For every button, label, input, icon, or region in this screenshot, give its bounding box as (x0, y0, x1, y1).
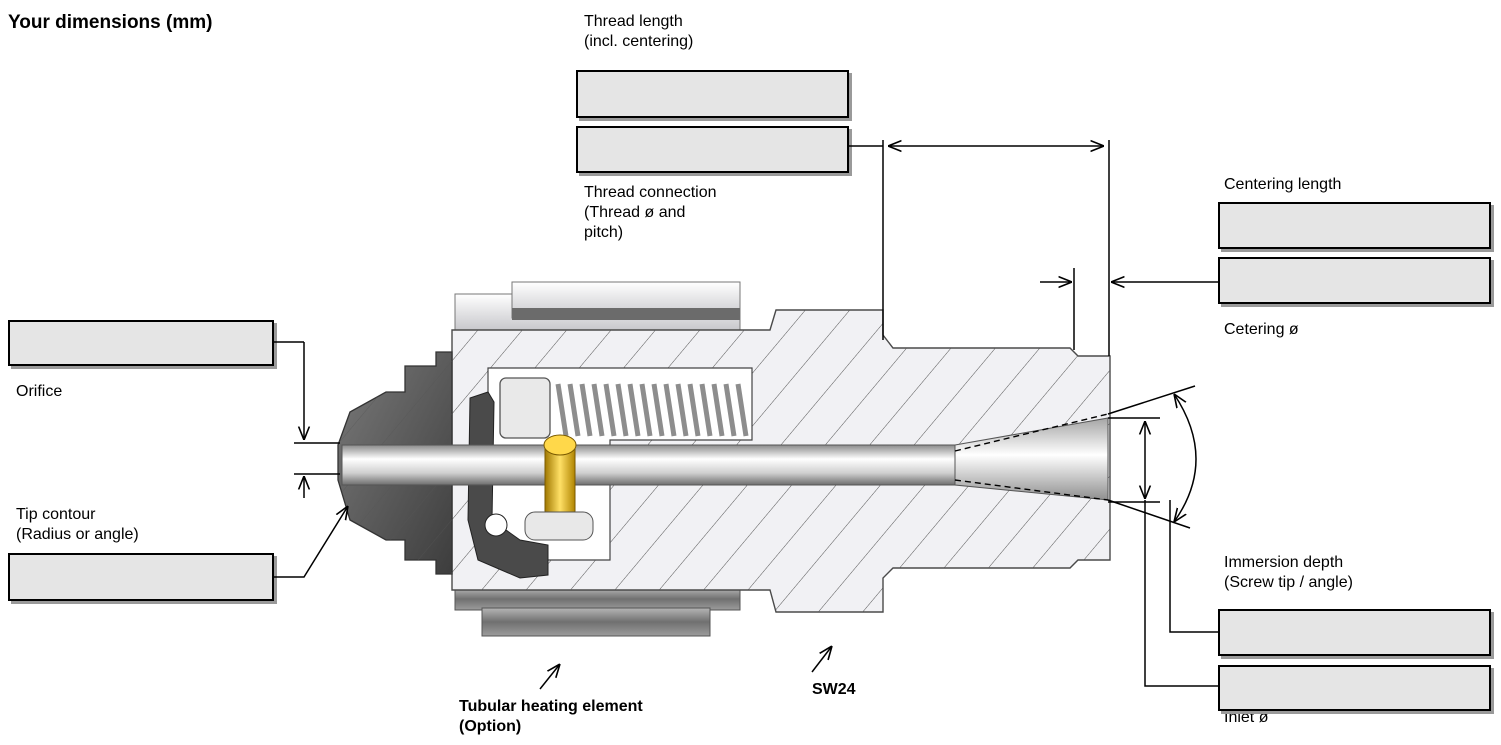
heater-band-top (454, 281, 741, 331)
sw24-label: SW24 (812, 681, 856, 698)
thread-connection-field[interactable] (576, 126, 849, 173)
page-title: Your dimensions (mm) (8, 12, 213, 33)
thread-length-label: Thread length (incl. centering) (584, 13, 694, 50)
tip-contour-field[interactable] (8, 553, 274, 601)
tip-contour-label: Tip contour (Radius or angle) (16, 506, 139, 543)
immersion-depth-field[interactable] (1218, 609, 1491, 656)
tip-contour-leader (274, 506, 348, 578)
centering-diameter-field[interactable] (1218, 257, 1491, 304)
thread-connection-label: Thread connection (Thread ø and pitch) (584, 184, 717, 241)
spring (499, 377, 749, 439)
heating-element-label: Tubular heating element (Option) (459, 698, 643, 735)
inlet-diameter-label: Inlet ø (1224, 709, 1269, 726)
thread-length-dimension (849, 140, 1110, 356)
centering-length-dimension (1040, 268, 1218, 350)
centering-length-field[interactable] (1218, 202, 1491, 249)
orifice-label: Orifice (16, 383, 63, 400)
thread-length-field[interactable] (576, 70, 849, 118)
bore (341, 444, 963, 486)
centering-diameter-label: Cetering ø (1224, 321, 1299, 338)
orifice-dimension (274, 341, 340, 498)
centering-length-label: Centering length (1224, 176, 1342, 193)
gold-pin (524, 434, 594, 541)
immersion-angle-dimension (1107, 385, 1218, 633)
orifice-field[interactable] (8, 320, 274, 366)
inlet-diameter-dimension (1108, 417, 1218, 687)
heater-band-bottom (454, 587, 741, 637)
inlet-diameter-field[interactable] (1218, 665, 1491, 711)
immersion-depth-label: Immersion depth (Screw tip / angle) (1224, 554, 1353, 591)
